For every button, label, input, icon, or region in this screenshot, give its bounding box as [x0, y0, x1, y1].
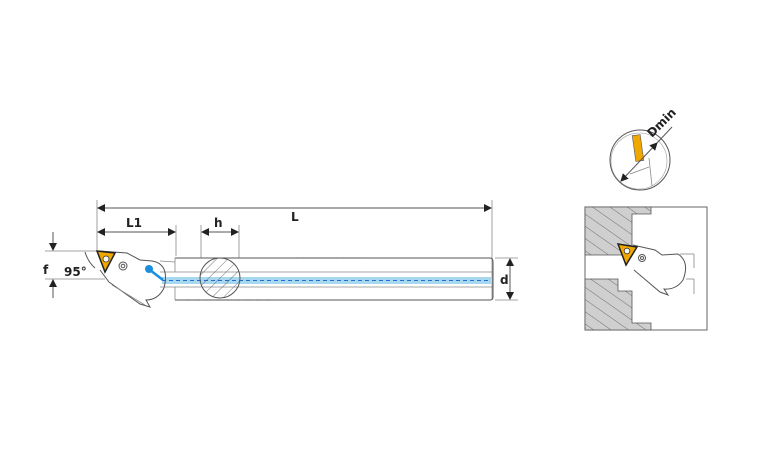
label-L1: L1 — [126, 216, 142, 230]
label-f: f — [43, 263, 49, 277]
cross-section — [199, 257, 241, 299]
coolant-channel — [145, 265, 491, 284]
dimension-f: f — [43, 232, 105, 298]
insert-icon — [616, 243, 639, 267]
label-h: h — [214, 216, 223, 230]
dimension-d: d — [495, 257, 518, 301]
dmin-view: Dmin — [609, 105, 679, 191]
dimension-L: L — [96, 200, 493, 300]
label-angle: 95° — [64, 265, 87, 279]
label-dmin: Dmin — [644, 105, 679, 140]
bore-view — [584, 206, 708, 331]
angle-95: 95° — [64, 251, 96, 279]
label-d: d — [500, 273, 509, 287]
dimension-L1: L1 — [97, 216, 177, 256]
coolant-outlet-icon — [145, 265, 153, 273]
label-L: L — [291, 210, 299, 224]
dimension-h: h — [200, 216, 240, 258]
tool-head — [95, 250, 176, 308]
